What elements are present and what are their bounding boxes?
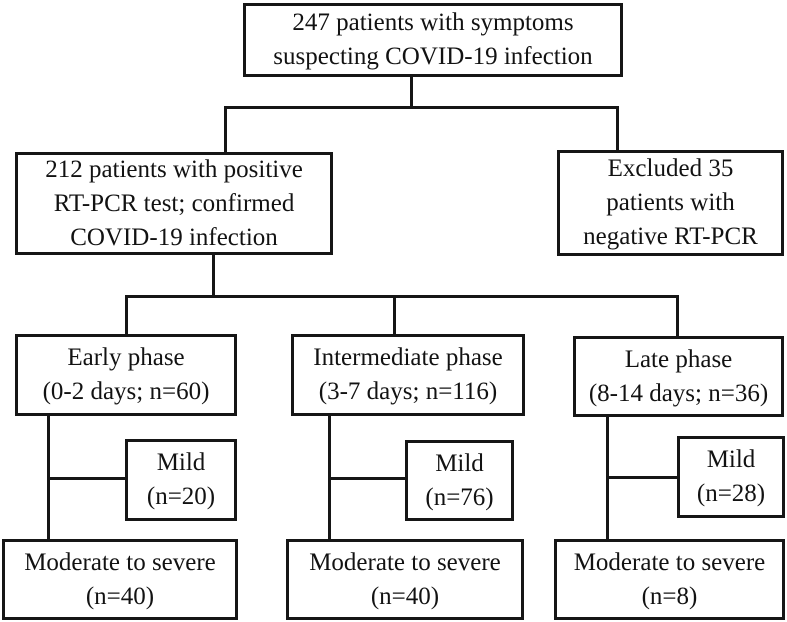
- connector-drop-intermediate: [393, 295, 396, 336]
- flow-box-early-mild: Mild (n=20): [125, 439, 237, 521]
- flow-box-excluded-negative: Excluded 35 patients with negative RT-PC…: [557, 150, 784, 256]
- flow-box-late-moderate-severe: Moderate to severe (n=8): [554, 539, 785, 620]
- connector-intermediate-mild-branch: [328, 477, 407, 480]
- flow-box-early-moderate-severe: Moderate to severe (n=40): [2, 539, 238, 620]
- connector-early-mild-branch: [47, 477, 127, 480]
- flow-box-total-patients: 247 patients with symptoms suspecting CO…: [243, 3, 623, 77]
- connector-drop-early: [125, 295, 128, 336]
- connector-drop-confirmed: [224, 106, 227, 154]
- connector-drop-excluded: [616, 106, 619, 152]
- connector-phase-split-horizontal: [125, 295, 679, 298]
- flow-box-late-phase: Late phase (8-14 days; n=36): [573, 336, 784, 417]
- connector-confirmed-stub: [212, 253, 215, 298]
- connector-root-stub: [410, 75, 413, 109]
- flow-box-intermediate-phase: Intermediate phase (3-7 days; n=116): [291, 334, 525, 416]
- flow-box-confirmed-positive: 212 patients with positive RT-PCR test; …: [15, 152, 333, 255]
- connector-drop-late: [676, 295, 679, 338]
- connector-root-split-horizontal: [224, 106, 619, 109]
- flow-box-late-mild: Mild (n=28): [677, 436, 785, 518]
- flow-box-intermediate-moderate-severe: Moderate to severe (n=40): [286, 539, 524, 620]
- connector-late-mild-branch: [606, 476, 679, 479]
- flow-box-intermediate-mild: Mild (n=76): [405, 440, 514, 521]
- flow-box-early-phase: Early phase (0-2 days; n=60): [15, 334, 237, 416]
